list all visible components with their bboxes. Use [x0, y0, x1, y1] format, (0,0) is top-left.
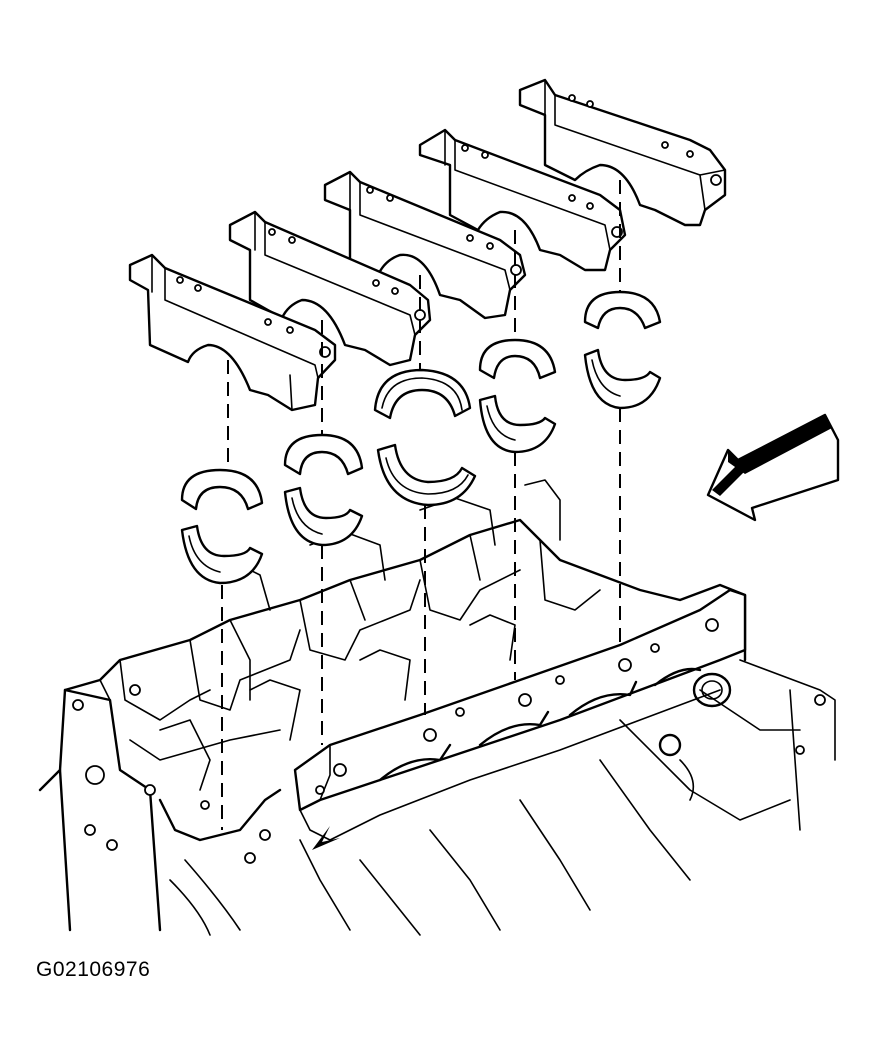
alignment-lines [221, 180, 621, 830]
bearing-1 [180, 468, 264, 585]
bearing-5 [583, 290, 662, 410]
engine-block [38, 479, 836, 936]
engine-block-bearing-diagram [38, 78, 840, 936]
bearing-shells [180, 290, 662, 585]
bearing-2 [283, 433, 364, 547]
figure-id-label: G02106976 [36, 958, 151, 981]
bearing-rail [293, 588, 747, 850]
bearing-4 [478, 338, 557, 454]
cap-4 [418, 128, 627, 272]
cap-5 [518, 78, 727, 227]
bearing-3 [373, 368, 477, 507]
front-arrow-icon [706, 413, 840, 522]
cap-2 [228, 210, 432, 367]
bearing-caps [128, 78, 727, 412]
